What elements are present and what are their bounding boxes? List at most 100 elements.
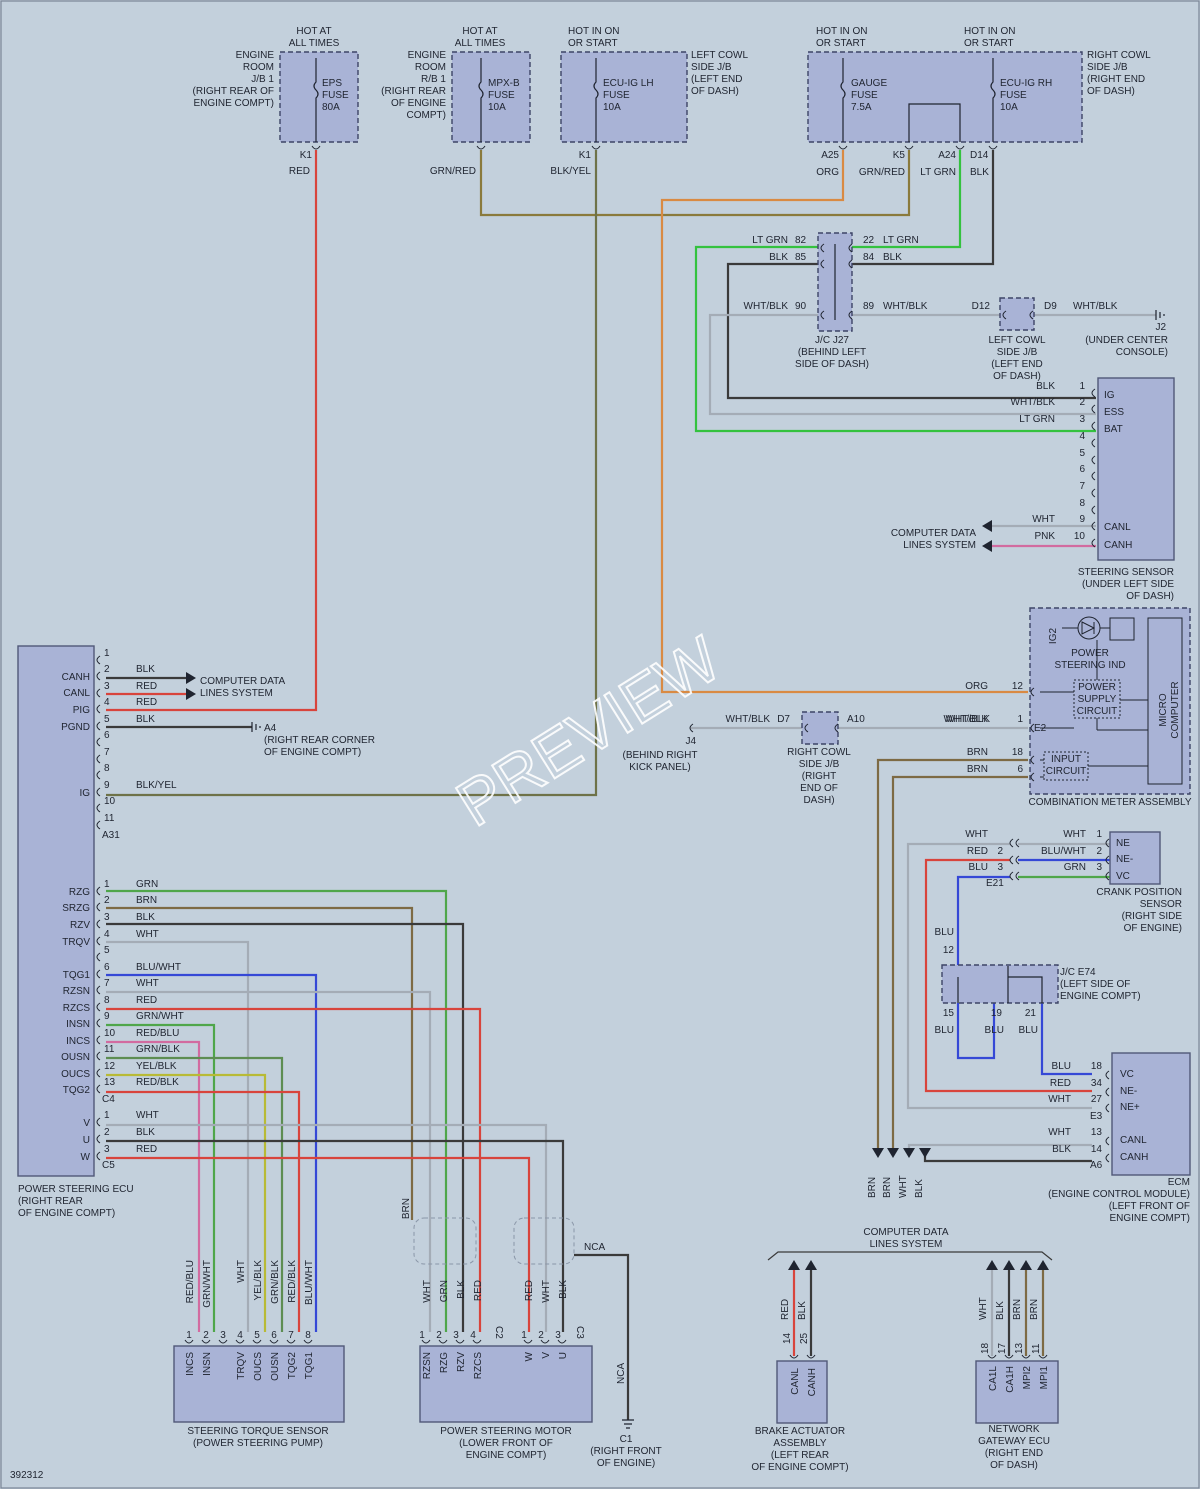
- crank-connector: E21: [986, 878, 1004, 889]
- connector-tick: [1105, 838, 1110, 848]
- connector-tick: [438, 1339, 448, 1344]
- a31-pin-2: 2: [104, 664, 110, 675]
- ts-term-1: INCS: [185, 1352, 196, 1376]
- e74-wire-in: BLU: [935, 927, 954, 938]
- c4-pin-11: 11: [104, 1044, 115, 1055]
- ss-wire-1: BLK: [1036, 381, 1055, 392]
- ts-term-8: TQG1: [304, 1352, 315, 1380]
- ecm-term-34: NE-: [1120, 1086, 1137, 1097]
- wire-c4-6-bluwht: [106, 973, 318, 1332]
- connector-tick: [1015, 871, 1020, 881]
- a31-ground-pin: A4: [264, 723, 277, 734]
- c4-pin-8: 8: [104, 995, 110, 1006]
- psu-box: [1073, 679, 1121, 719]
- c2-wire-1: WHT: [422, 1280, 433, 1303]
- ss-pin-10: 10: [1074, 531, 1086, 542]
- wire-brn-18: [876, 758, 1028, 1148]
- ecm-wire-34: RED: [1050, 1078, 1071, 1089]
- ss-wire-2: WHT/BLK: [1011, 397, 1056, 408]
- c2-wire-3: BLK: [456, 1280, 467, 1299]
- pin-a25: A25: [821, 150, 839, 161]
- ecm-a6: A6: [1090, 1160, 1103, 1171]
- gw-pin-11: 11: [1031, 1343, 1042, 1354]
- connector-tick: [1009, 855, 1014, 865]
- bus-wire-3: WHT: [898, 1175, 909, 1198]
- right-cowl-box: [801, 711, 839, 745]
- a31-pin-4: 4: [104, 697, 110, 708]
- ss-pin-8: 8: [1079, 498, 1085, 509]
- connector-tick: [820, 259, 825, 269]
- c4-wire-10: RED/BLU: [136, 1028, 179, 1039]
- crank-right-wire-1: WHT: [1063, 829, 1086, 840]
- e74-pin-12: 12: [943, 945, 955, 956]
- wire-ig-blkyel: [106, 150, 598, 797]
- crank-right-wire-2: BLU/WHT: [1041, 846, 1086, 857]
- ground-c1-icon: [622, 1419, 634, 1429]
- connector-tick: [1004, 1354, 1014, 1359]
- crank-left-wire-3: BLU: [969, 862, 988, 873]
- c3-term-3: U: [558, 1352, 569, 1359]
- connector-tick: [303, 1339, 313, 1344]
- bus-wire-1: BRN: [867, 1177, 878, 1198]
- crank-sensor-box: [1109, 831, 1161, 885]
- connector-tick: [96, 969, 101, 979]
- components: [17, 51, 1191, 1424]
- ts-pin-7: 7: [288, 1330, 294, 1341]
- c5-wire-3: RED: [136, 1144, 157, 1155]
- connector-tick: [96, 803, 101, 813]
- gw-term-11: MPI1: [1039, 1366, 1050, 1390]
- gw-wire-17: BLK: [995, 1301, 1006, 1320]
- ss-wire-3: LT GRN: [1019, 414, 1055, 425]
- c2-term-4: RZCS: [473, 1352, 484, 1380]
- connector-tick: [96, 1035, 101, 1045]
- c1-nca-label: NCA: [616, 1363, 627, 1384]
- wire-nca: [574, 1253, 630, 1420]
- j27-pin-22: 22: [863, 235, 875, 246]
- gauge-link: [908, 103, 961, 142]
- c4-wire-12: YEL/BLK: [136, 1061, 177, 1072]
- ecm-term-27: NE+: [1120, 1102, 1140, 1113]
- ecm-pin-14: 14: [1091, 1144, 1103, 1155]
- c4-term-1: RZG: [69, 887, 90, 898]
- a31-pin-7: 7: [104, 747, 110, 758]
- connector-tick: [201, 1339, 211, 1344]
- ecm-pin-18: 18: [1091, 1061, 1103, 1072]
- connector-tick: [1030, 772, 1035, 782]
- arrow-bus-3: [903, 1148, 915, 1158]
- gw-wire-11: BRN: [1029, 1299, 1040, 1320]
- connector-tick: [820, 310, 825, 320]
- c2-pin-2: 2: [436, 1330, 442, 1341]
- ts-wire-4: WHT: [236, 1260, 247, 1283]
- mpxb-fuse-box: [451, 51, 531, 143]
- wire-c4-13-redblk: [106, 1090, 301, 1332]
- c4-wire-4: WHT: [136, 929, 159, 940]
- a31-pin-8: 8: [104, 763, 110, 774]
- connector-tick: [557, 1339, 567, 1344]
- brake-term-25: CANH: [807, 1368, 818, 1396]
- ts-wire-7: RED/BLK: [287, 1260, 298, 1303]
- arrows: [186, 520, 1049, 1270]
- wire-e74-15-19: [956, 1003, 996, 1060]
- wire-crank-red: [924, 858, 1092, 1093]
- ts-term-4: TRQV: [236, 1352, 247, 1380]
- c4-pin-5: 5: [104, 945, 110, 956]
- motor-nca-label: NCA: [584, 1242, 605, 1253]
- gw-pin-13: 13: [1014, 1342, 1025, 1354]
- mpxb-fuse-icon: [478, 58, 484, 142]
- c4-pin-7: 7: [104, 978, 110, 989]
- mpxb-wire-label: GRN/RED: [430, 166, 476, 177]
- meter-pin-1: 1: [1017, 714, 1023, 725]
- eps-wire-label: RED: [289, 166, 310, 177]
- a31-wire-2: BLK: [136, 664, 155, 675]
- connector-tick: [955, 145, 965, 150]
- connector-tick: [96, 1002, 101, 1012]
- a31-pin-9: 9: [104, 780, 110, 791]
- c5-term-1: V: [83, 1118, 90, 1129]
- ecm-pin-34: 34: [1091, 1078, 1103, 1089]
- crank-left-wire-1: WHT: [965, 829, 988, 840]
- a31-wire-5: BLK: [136, 714, 155, 725]
